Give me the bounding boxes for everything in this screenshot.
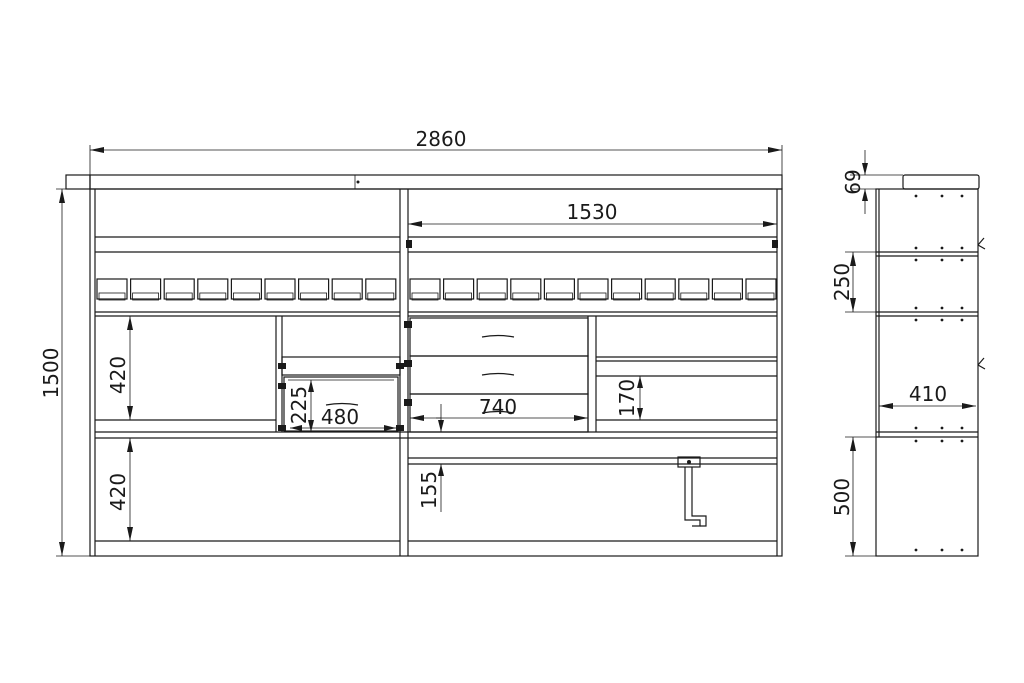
side-latch-lower: [977, 357, 986, 370]
hanging-hook: [677, 456, 701, 468]
dim-upper-shelf-width: 1530: [567, 200, 618, 224]
fixing-dot: [960, 426, 964, 430]
fixing-dot: [914, 426, 918, 430]
small-drawer[interactable]: [283, 376, 399, 432]
storage-bin: [443, 278, 475, 301]
dim-side-depth: 410: [909, 382, 947, 406]
fixing-dot: [960, 306, 964, 310]
dim-total-height: 1500: [39, 348, 63, 399]
storage-bin: [678, 278, 710, 301]
fixing-dot: [940, 258, 944, 262]
dim-right-bay-height: 170: [615, 379, 639, 417]
small-drawer-handle[interactable]: [325, 402, 359, 406]
fixing-dot: [960, 246, 964, 250]
fixing-dot: [960, 318, 964, 322]
fixing-dot: [914, 258, 918, 262]
storage-bin: [409, 278, 441, 301]
fixing-dot: [940, 439, 944, 443]
side-fixings: [914, 194, 964, 552]
dim-side-bin-height: 250: [830, 263, 854, 301]
fixing-dot: [960, 548, 964, 552]
front-view: [65, 174, 783, 557]
fixing-dot: [914, 306, 918, 310]
dim-side-top-offset: 69: [841, 169, 865, 194]
dim-total-width: 2860: [416, 127, 467, 151]
fixing-dot: [914, 439, 918, 443]
fixing-dot: [940, 548, 944, 552]
drawer-1[interactable]: [409, 317, 589, 357]
dim-left-bay-height: 420: [106, 356, 130, 394]
worktop: [89, 174, 783, 190]
drawer-3-handle[interactable]: [481, 410, 515, 414]
dim-small-drawer-height: 225: [287, 386, 311, 424]
storage-bin: [610, 278, 643, 301]
side-worktop: [902, 174, 980, 190]
storage-bin: [365, 278, 397, 301]
storage-bin: [331, 278, 363, 301]
storage-bin: [543, 278, 576, 301]
fixing-dot: [940, 318, 944, 322]
fixing-dot: [914, 194, 918, 198]
storage-bin: [476, 278, 508, 301]
storage-bin: [577, 278, 609, 301]
dim-drawer-width: 740: [479, 395, 517, 419]
storage-bin: [230, 278, 262, 301]
drawer-1-handle[interactable]: [481, 334, 515, 338]
fixing-dot: [914, 246, 918, 250]
storage-bin: [130, 278, 162, 301]
storage-bin: [264, 278, 296, 301]
dim-side-lower-height: 500: [830, 478, 854, 516]
fixing-dot: [914, 548, 918, 552]
fixing-dot: [960, 194, 964, 198]
drawer-2[interactable]: [409, 355, 589, 395]
drawer-2-handle[interactable]: [481, 372, 515, 376]
storage-bin: [711, 278, 744, 301]
fixing-dot: [940, 246, 944, 250]
storage-bin: [745, 278, 777, 301]
fixing-dot: [960, 258, 964, 262]
fixing-dot: [960, 439, 964, 443]
dim-left-lower-height: 420: [106, 473, 130, 511]
storage-bin: [197, 278, 229, 301]
dimension-labels: 2860 1500 1530 420 420 225 480 740 170 1…: [39, 127, 947, 516]
dim-small-drawer-width: 480: [321, 405, 359, 429]
worktop-hinge: [65, 174, 91, 190]
side-frame: [875, 188, 979, 557]
bin-row: [96, 278, 777, 301]
dim-lower-clearance: 155: [417, 471, 441, 509]
fixing-dot: [940, 306, 944, 310]
fixing-dot: [940, 194, 944, 198]
storage-bin: [163, 278, 195, 301]
storage-bin: [644, 278, 676, 301]
fixing-dot: [914, 318, 918, 322]
fixing-dot: [940, 426, 944, 430]
storage-bin: [96, 278, 128, 301]
cabinet-frame: [89, 188, 783, 557]
dimension-lines: [56, 145, 976, 557]
side-view: [875, 174, 986, 557]
storage-bin: [298, 278, 330, 301]
storage-bin: [510, 278, 542, 301]
side-latch-upper: [977, 237, 986, 250]
